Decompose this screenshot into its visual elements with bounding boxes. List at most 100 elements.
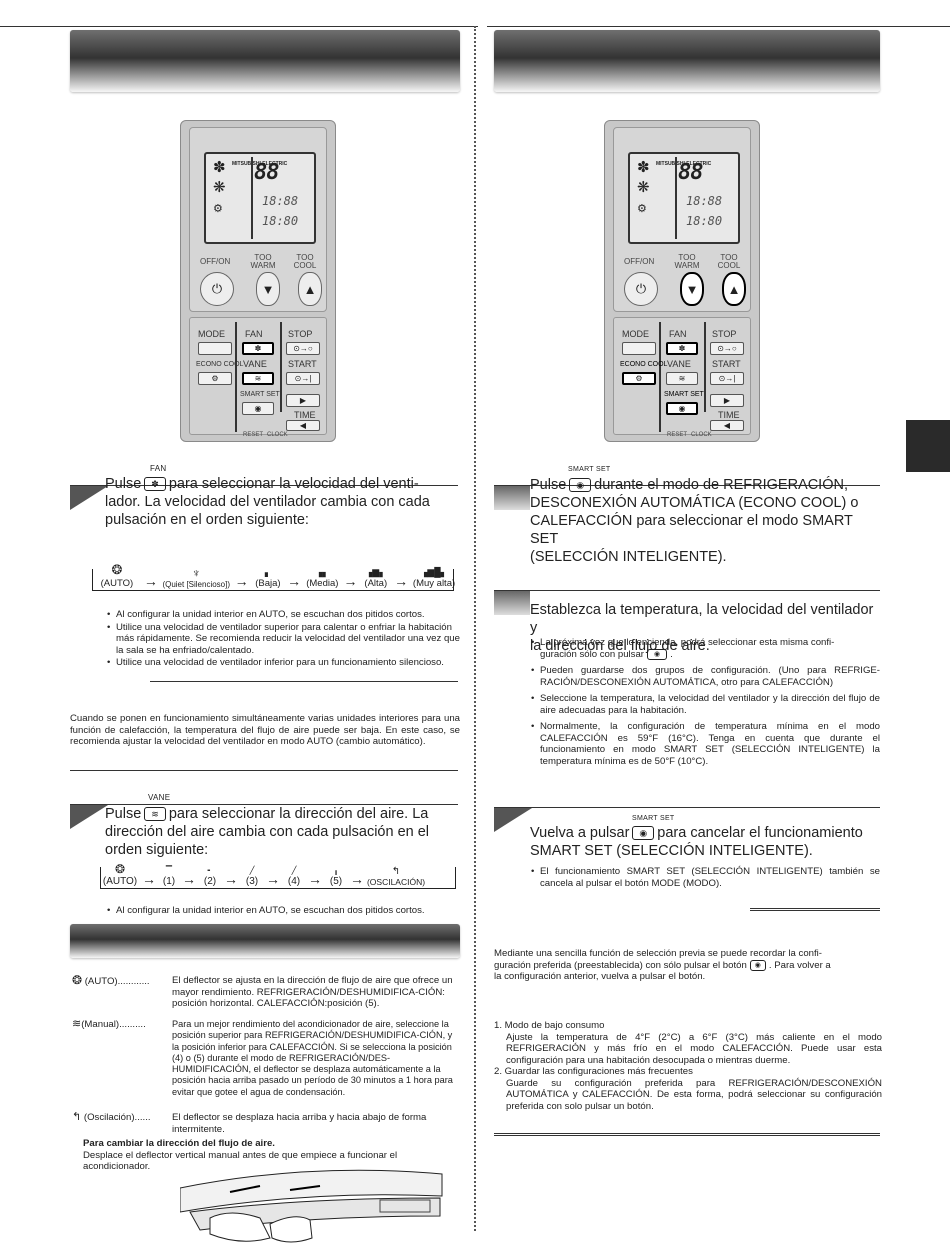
- too-cool-button[interactable]: ▲: [298, 272, 322, 306]
- smart-set-step1: Pulse◉durante el modo de REFRIGERACIÓN, …: [530, 477, 859, 565]
- too-warm-label: TOO WARM: [250, 253, 276, 270]
- too-cool-label: TOO COOL: [293, 253, 317, 270]
- power-button[interactable]: ⏻: [624, 272, 658, 306]
- vane-label: VANE: [667, 359, 691, 369]
- arrow-icon: →: [350, 871, 364, 887]
- arrow-icon: →: [143, 573, 158, 589]
- step-marker: [494, 591, 530, 615]
- time-label: TIME: [294, 410, 316, 420]
- smart-set-button[interactable]: ◉: [666, 402, 698, 415]
- section-banner-deflector: [70, 924, 460, 958]
- manual-vane-icon: ≋: [72, 1018, 82, 1030]
- vane-button[interactable]: ≋: [666, 372, 698, 385]
- start-label: START: [712, 359, 741, 369]
- time-down-button[interactable]: ◀: [286, 420, 320, 431]
- fan-speed-sequence: ❂(AUTO) → ♆(Quiet [Silencioso]) → ▖(Baja…: [92, 562, 458, 591]
- too-cool-button[interactable]: ▲: [722, 272, 746, 306]
- lcd-temperature: 88: [678, 160, 703, 185]
- clock-label: CLOCK: [691, 432, 712, 438]
- remote-top-panel: MITSUBISHI ELECTRIC ✽ ❋ ⚙ 88 18:88 18:80…: [613, 127, 751, 312]
- brand-logo: MITSUBISHI ELECTRIC: [232, 161, 288, 167]
- mode-button[interactable]: [622, 342, 656, 355]
- off-on-label: OFF/ON: [200, 257, 231, 266]
- step-marker: [70, 486, 108, 510]
- vane-button[interactable]: ≋: [242, 372, 274, 385]
- arrow-icon: →: [394, 573, 409, 589]
- smart-set-key-icon: ◉: [749, 959, 766, 971]
- stop-timer-button[interactable]: ⊙→○: [286, 342, 320, 355]
- vane-key-caption: VANE: [148, 793, 171, 802]
- arrow-icon: →: [266, 871, 280, 887]
- mode-label: MODE: [198, 329, 225, 339]
- too-warm-label: TOO WARM: [674, 253, 700, 270]
- lcd-time-1: 18:88: [686, 194, 723, 208]
- vane-label: VANE: [243, 359, 267, 369]
- deflector-auto: ❂ (AUTO)............ El deflector se aju…: [72, 973, 453, 1009]
- mode-button[interactable]: [198, 342, 232, 355]
- mode-icons: ⚙: [213, 203, 223, 215]
- time-down-button[interactable]: ◀: [710, 420, 744, 431]
- step-marker: [494, 808, 532, 832]
- too-warm-button[interactable]: ▼: [680, 272, 704, 306]
- arrow-icon: →: [234, 573, 249, 589]
- fan-icon: ✽: [213, 159, 226, 176]
- fan-key-caption: FAN: [150, 464, 167, 473]
- smart-set-step3-note: El funcionamiento SMART SET (SELECCIÓN I…: [530, 866, 880, 894]
- deflector-swing: ↰ (Oscilación)...... El deflector se des…: [72, 1111, 427, 1135]
- remote-lcd: MITSUBISHI ELECTRIC ✽ ❋ ⚙ 88 18:88 18:80: [628, 152, 740, 244]
- section-banner-fan-vane: [70, 30, 460, 92]
- remote-bottom-panel: MODE FAN ✽ STOP ⊙→○ ECONO COOL ⚙ VANE ≋ …: [189, 317, 327, 435]
- multi-unit-note: Cuando se ponen en funcionamiento simult…: [70, 713, 460, 747]
- vane-icon: ❋: [213, 179, 226, 196]
- column-divider: [474, 26, 476, 1231]
- too-warm-button[interactable]: ▼: [256, 272, 280, 306]
- arrow-icon: →: [343, 573, 358, 589]
- stop-label: STOP: [712, 329, 737, 339]
- arrow-icon: →: [224, 871, 238, 887]
- econo-cool-button[interactable]: ⚙: [622, 372, 656, 385]
- smart-set-button[interactable]: ◉: [242, 402, 274, 415]
- fan-button[interactable]: ✽: [242, 342, 274, 355]
- fan-notes: Al configurar la unidad interior en AUTO…: [106, 609, 460, 674]
- deflector-change: Para cambiar la dirección del flujo de a…: [83, 1138, 398, 1172]
- vane-pos-3-icon: ╱: [249, 866, 255, 875]
- brand-logo: MITSUBISHI ELECTRIC: [656, 161, 712, 167]
- econo-cool-button[interactable]: ⚙: [198, 372, 232, 385]
- swing-icon: ↰: [72, 1111, 82, 1123]
- start-label: START: [288, 359, 317, 369]
- smart-set-key-caption: SMART SET: [632, 815, 675, 822]
- reset-label: RESET: [243, 432, 264, 438]
- header-rule-left: [0, 26, 478, 27]
- auto-vane-icon: ❂: [72, 973, 83, 987]
- smart-set-step2-notes: La próxima vez que lo encienda, podrá se…: [530, 637, 880, 772]
- smart-set-key-icon: ◉: [569, 478, 592, 493]
- fan-button[interactable]: ✽: [666, 342, 698, 355]
- header-rule-right: [487, 26, 950, 27]
- off-on-label: OFF/ON: [624, 257, 655, 266]
- fan-label: FAN: [669, 329, 687, 339]
- auto-vane-icon: ❂: [114, 862, 126, 876]
- smart-set-step3: Vuelva a pulsar◉para cancelar el funcion…: [530, 825, 863, 859]
- step-marker: [494, 486, 530, 510]
- step-marker: [70, 805, 108, 829]
- mode-label: MODE: [622, 329, 649, 339]
- smart-set-usage-list: 1. Modo de bajo consumo Ajuste la temper…: [494, 1020, 882, 1112]
- lcd-time-2: 18:80: [686, 214, 723, 228]
- medium-fan-icon: ▗▖: [315, 567, 330, 577]
- stop-timer-button[interactable]: ⊙→○: [710, 342, 744, 355]
- power-button[interactable]: ⏻: [200, 272, 234, 306]
- start-timer-button[interactable]: ⊙→|: [710, 372, 744, 385]
- lcd-temperature: 88: [254, 160, 279, 185]
- remote-bottom-panel: MODE FAN ✽ STOP ⊙→○ ECONO COOL ⚙ VANE ≋ …: [613, 317, 751, 435]
- time-up-button[interactable]: ▶: [286, 394, 320, 407]
- time-up-button[interactable]: ▶: [710, 394, 744, 407]
- smart-set-key-icon: ◉: [632, 826, 655, 841]
- start-timer-button[interactable]: ⊙→|: [286, 372, 320, 385]
- smart-set-key-caption: SMART SET: [568, 466, 611, 473]
- auto-fan-icon: ❂: [111, 562, 123, 577]
- vane-icon: ❋: [637, 179, 650, 196]
- high-fan-icon: ▗▆▖: [365, 567, 387, 577]
- time-label: TIME: [718, 410, 740, 420]
- smart-set-description: Mediante una sencilla función de selecci…: [494, 948, 831, 983]
- fan-icon: ✽: [637, 159, 650, 176]
